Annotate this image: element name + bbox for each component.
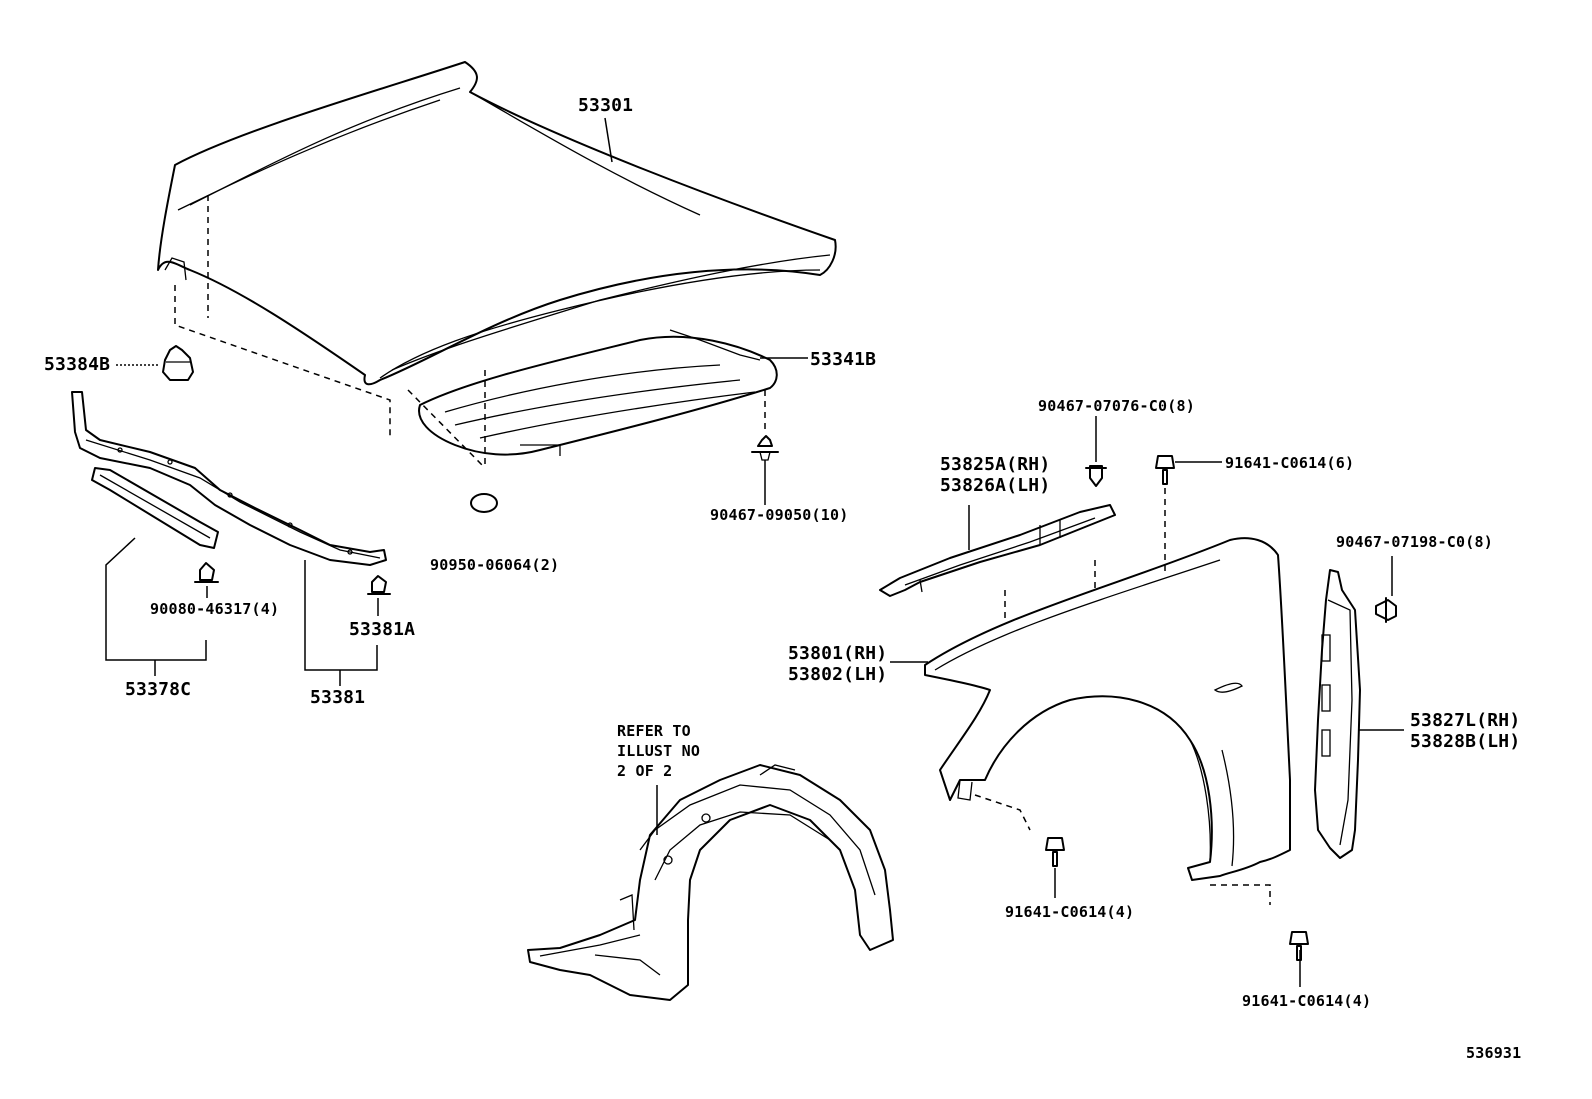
- hood-insulator-clip-label: 90467-09050(10): [710, 506, 849, 524]
- fender-bolt-top-part: [1155, 455, 1175, 485]
- inner-fender-liner: [527, 764, 894, 1001]
- refer-line-3: 2 OF 2: [617, 762, 673, 780]
- fender-side-liner: [1314, 569, 1361, 859]
- seal-clip-label: 90080-46317(4): [150, 600, 280, 618]
- hole-plug-part: [470, 493, 498, 513]
- seal-label: 53378C: [125, 679, 192, 700]
- fender-bolt-top-label: 91641-C0614(6): [1225, 454, 1355, 472]
- fender-bolt-low-label: 91641-C0614(4): [1242, 992, 1372, 1010]
- seal-clip-part: [194, 562, 219, 583]
- fender-liner-rh-label: 53827L(RH): [1410, 710, 1521, 731]
- hood-seal: [91, 467, 219, 549]
- hood-cushion-part: [162, 345, 194, 381]
- fender-bolt-mid-label: 91641-C0614(4): [1005, 903, 1135, 921]
- fender-lh-label: 53802(LH): [788, 664, 888, 685]
- fender-seal-lh-label: 53826A(LH): [940, 475, 1051, 496]
- fender-seal-rh-label: 53825A(RH): [940, 454, 1051, 475]
- fender-seal-clip-label: 90467-07076-C0(8): [1038, 397, 1195, 415]
- support-clip-label: 53381A: [349, 619, 416, 640]
- fender-liner-clip-label: 90467-07198-C0(8): [1336, 533, 1493, 551]
- illustration-number: 536931: [1466, 1044, 1522, 1062]
- fender-liner-clip-part: [1375, 597, 1397, 623]
- support-seal-label: 53381: [310, 687, 366, 708]
- hood-insulator-label: 53341B: [810, 349, 877, 370]
- front-fender: [924, 537, 1291, 881]
- hood-panel: [157, 61, 837, 386]
- hood-label: 53301: [578, 95, 634, 116]
- fender-bolt-low-part: [1289, 931, 1309, 961]
- hood-insulator: [418, 329, 778, 456]
- fender-seal-clip-part: [1085, 465, 1107, 487]
- refer-line-2: ILLUST NO: [617, 742, 701, 760]
- fender-bolt-mid-part: [1045, 837, 1065, 867]
- fender-rh-label: 53801(RH): [788, 643, 888, 664]
- hood-support-seal: [71, 391, 387, 566]
- hood-insulator-clip-part: [751, 435, 779, 461]
- refer-line-1: REFER TO: [617, 722, 691, 740]
- support-clip-part: [367, 575, 391, 595]
- hole-plug-label: 90950-06064(2): [430, 556, 560, 574]
- fender-seal: [879, 504, 1116, 597]
- hood-cushion-label: 53384B: [44, 354, 111, 375]
- fender-liner-lh-label: 53828B(LH): [1410, 731, 1521, 752]
